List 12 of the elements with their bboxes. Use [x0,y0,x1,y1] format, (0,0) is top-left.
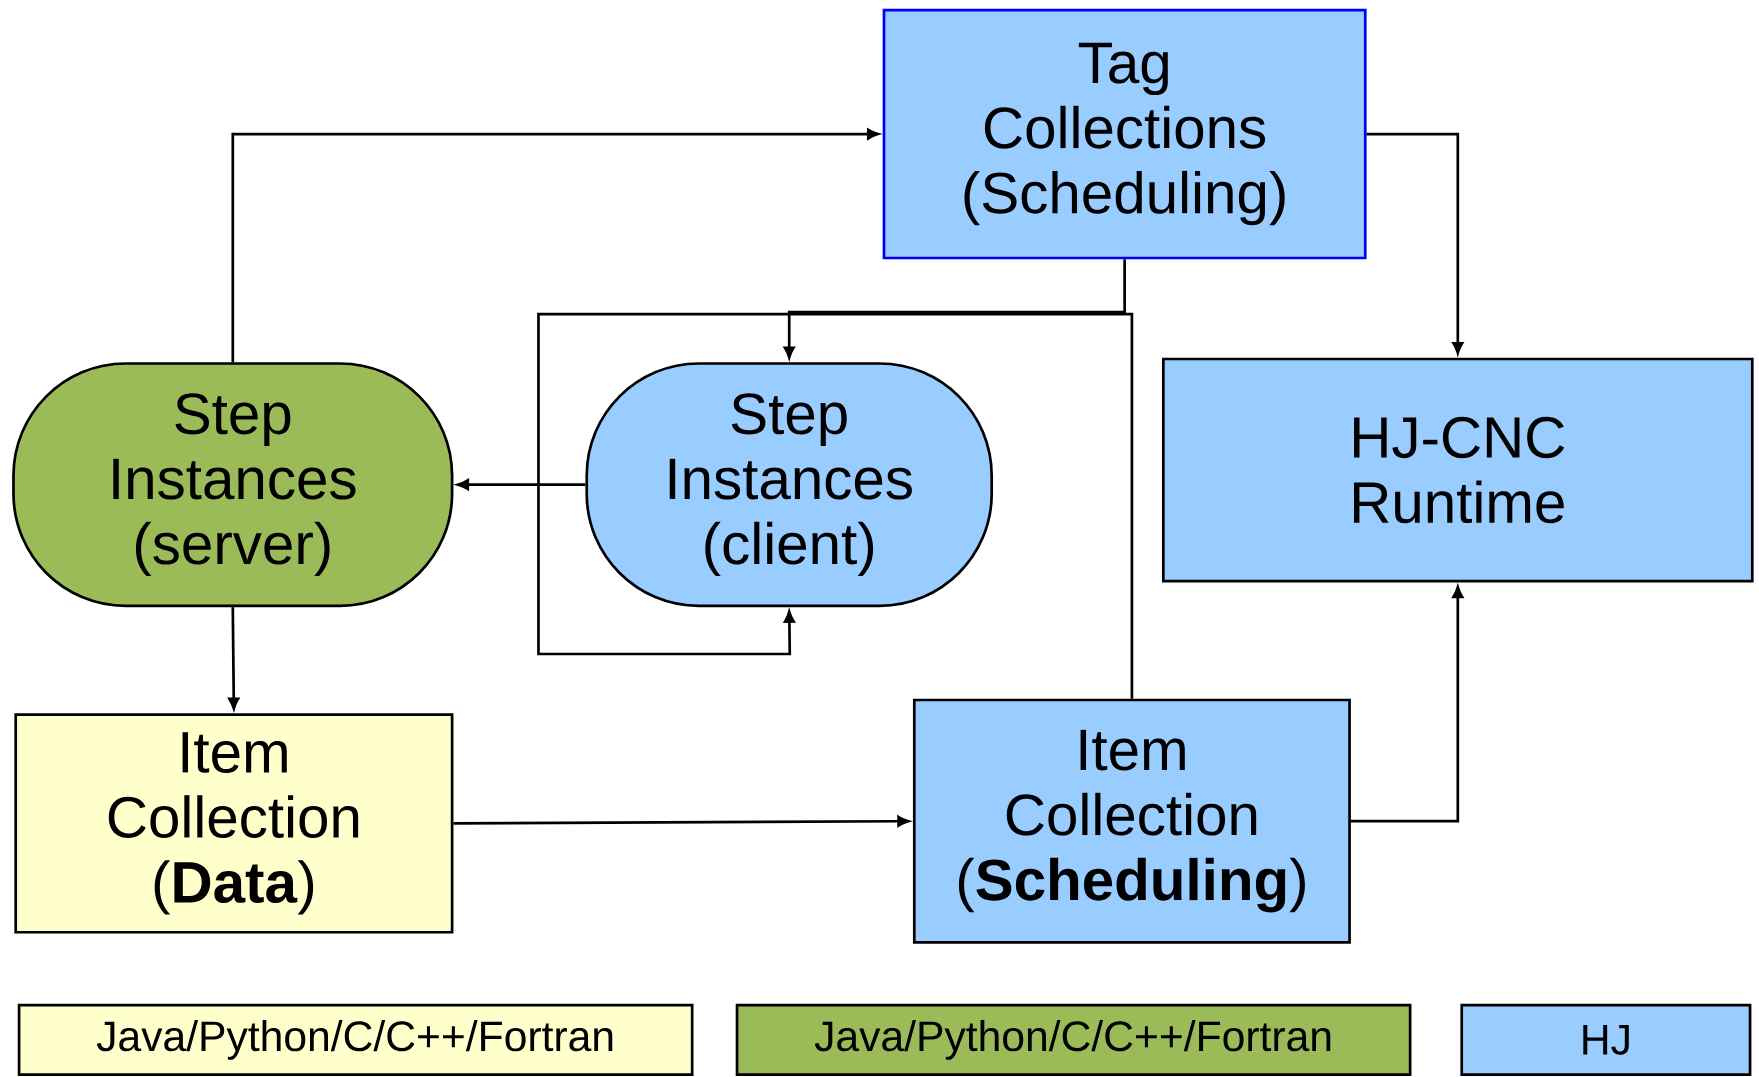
process-box: Item Collection (Scheduling) [912,698,1351,944]
arrow [231,128,880,363]
arrow [783,259,1126,359]
rounded-process-box: Step Instances (server) [12,362,454,608]
process-box: Tag Collections (Scheduling) [882,8,1367,260]
arrow [228,607,240,710]
arrow [537,312,1134,699]
rounded-process-box: Step Instances (client) [585,362,994,608]
arrow [1366,132,1464,355]
process-box: HJ-CNC Runtime [1162,357,1754,583]
arrow [453,815,910,827]
process-box: Item Collection (Data) [14,713,454,934]
